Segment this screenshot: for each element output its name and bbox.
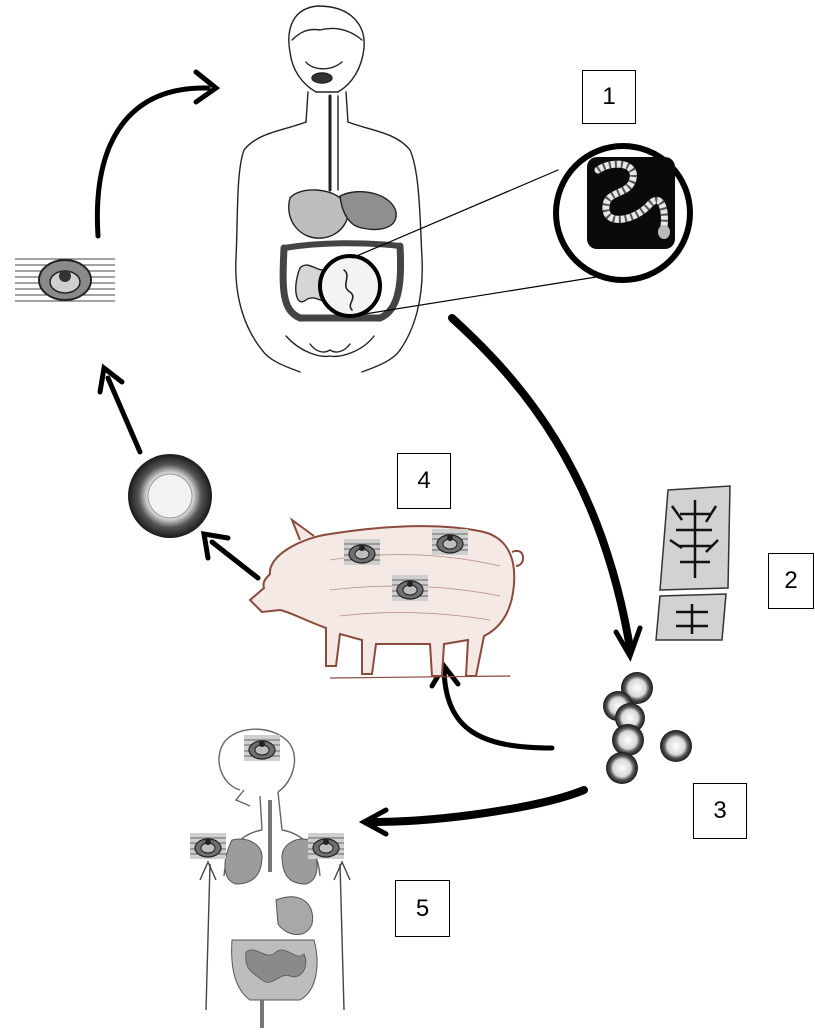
stage-label-3: 3 [693, 783, 747, 839]
cysticercus-in-muscle-icon [15, 256, 115, 304]
human-cysticercosis-icon [190, 729, 350, 1028]
adult-worm-icon [556, 146, 690, 280]
egg-cluster-icon [603, 672, 692, 784]
gravid-proglottid-icon [656, 486, 730, 640]
pig-icon [250, 520, 523, 678]
stage-label-2: 2 [768, 553, 814, 609]
stage-label-4: 4 [397, 453, 451, 509]
oncosphere-icon [128, 454, 212, 538]
stage-label-5: 5 [395, 880, 450, 937]
stage-label-1: 1 [582, 70, 636, 124]
